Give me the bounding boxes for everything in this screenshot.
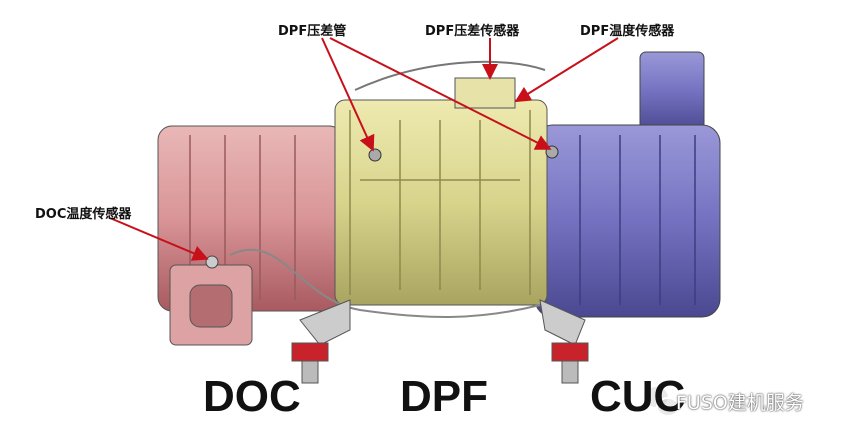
arrow-dpf-temp-sensor xyxy=(514,37,619,103)
label-dpf-pressure-pipe: DPF压差管 xyxy=(278,24,347,39)
section-label-cuc: CUC xyxy=(590,372,686,421)
label-dpf-temp-sensor: DPF温度传感器 xyxy=(580,24,675,39)
cuc-body xyxy=(534,124,721,318)
watermark-text: FUSO建机服务 xyxy=(676,392,804,414)
section-label-dpf: DPF xyxy=(400,372,488,421)
arrow-pressure-pipe-1 xyxy=(321,37,375,152)
label-doc-temp-sensor: DOC温度传感器 xyxy=(35,207,132,222)
label-dpf-pressure-sensor: DPF压差传感器 xyxy=(425,24,520,39)
cuc-outlet-pipe xyxy=(639,51,705,133)
mount-right xyxy=(539,299,589,384)
arrow-pressure-pipe-2 xyxy=(329,37,552,150)
wechat-icon xyxy=(642,385,680,417)
section-label-doc: DOC xyxy=(203,372,301,421)
mount-left xyxy=(291,299,351,384)
pressure-sensor-bracket xyxy=(454,77,516,109)
dpf-body xyxy=(334,99,548,306)
arrow-doc-temp-sensor xyxy=(109,217,209,261)
